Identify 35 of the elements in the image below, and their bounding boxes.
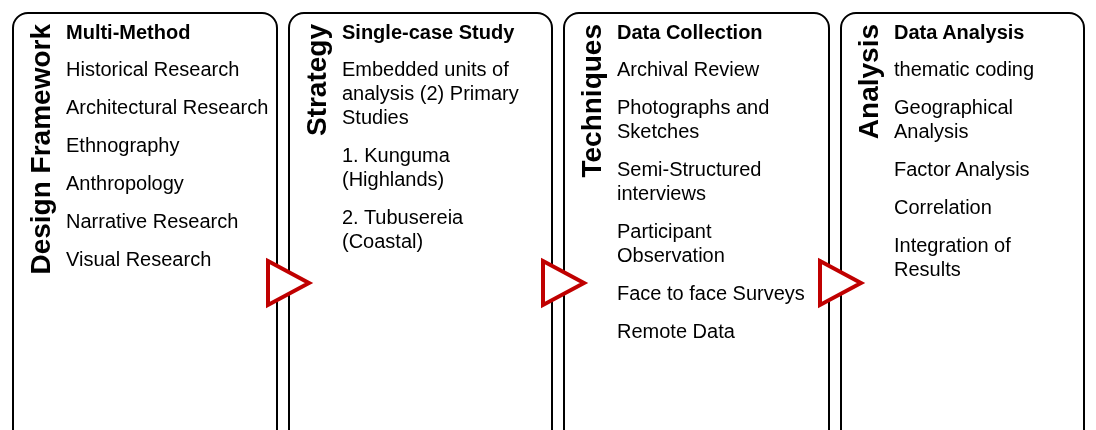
panel-heading: Data Collection xyxy=(617,20,764,44)
list-item: Historical Research xyxy=(66,57,241,81)
list-item: Architectural Research xyxy=(66,95,270,119)
arrow xyxy=(541,259,586,307)
stage-panel xyxy=(12,12,278,430)
stage-panel xyxy=(840,12,1085,430)
list-item: Geographical Analysis xyxy=(894,95,1014,143)
list-item: Participant Observation xyxy=(617,219,726,267)
list-item: Narrative Research xyxy=(66,209,240,233)
list-item: Integration of Results xyxy=(894,233,1012,281)
list-item: 2. Tubusereia (Coastal) xyxy=(342,205,465,253)
stage-title: Techniques xyxy=(575,24,608,180)
list-item: Photographs and Sketches xyxy=(617,95,771,143)
list-item: Archival Review xyxy=(617,57,761,81)
list-item: Visual Research xyxy=(66,247,213,271)
panel-heading: Multi-Method xyxy=(66,20,192,44)
list-item: Anthropology xyxy=(66,171,185,195)
panel-heading: Single-case Study xyxy=(342,20,516,44)
arrow xyxy=(818,259,863,307)
list-item: thematic coding xyxy=(894,57,1036,81)
stage-title: Strategy xyxy=(300,24,333,139)
list-item: Correlation xyxy=(894,195,993,219)
list-item: Embedded units of analysis (2) Primary Studies xyxy=(342,57,520,129)
stage-title: Design Framework xyxy=(24,24,57,277)
list-item: Ethnography xyxy=(66,133,181,157)
list-item: Semi-Structured interviews xyxy=(617,157,763,205)
list-item: 1. Kunguma (Highlands) xyxy=(342,143,451,191)
stage-panel xyxy=(563,12,830,430)
list-item: Remote Data xyxy=(617,319,736,343)
stage-panel xyxy=(288,12,553,430)
arrow xyxy=(266,259,311,307)
list-item: Face to face Surveys xyxy=(617,281,806,305)
panel-heading: Data Analysis xyxy=(894,20,1026,44)
stage-title: Analysis xyxy=(852,24,885,142)
list-item: Factor Analysis xyxy=(894,157,1031,181)
